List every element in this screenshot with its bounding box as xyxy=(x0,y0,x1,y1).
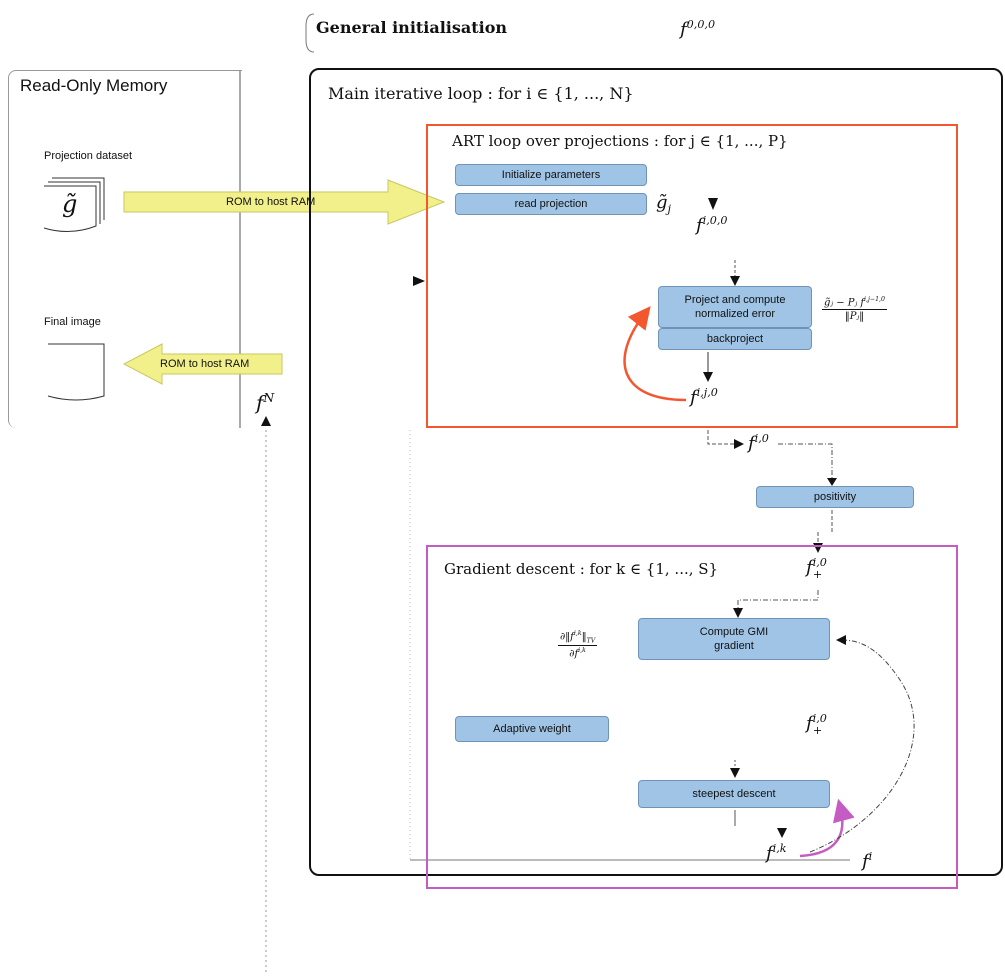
init-params-box: Initialize parameters xyxy=(455,164,647,186)
rom-panel xyxy=(8,70,242,428)
f-ik-symbol: fi,k xyxy=(766,842,787,864)
f-plus-symbol: fi,0+ xyxy=(806,556,827,581)
final-image-sheet-icon xyxy=(47,343,105,401)
general-init-symbol: f0,0,0 xyxy=(680,18,716,40)
project-compute-box: Project and compute normalized error xyxy=(658,286,812,328)
normalized-error-formula: g̃ⱼ − Pⱼ fi,j−1,0 ‖Pⱼ‖ xyxy=(822,295,887,322)
gradient-formula: ∂‖fi,k‖TV ∂fi,k xyxy=(558,629,598,660)
init-bracket xyxy=(305,13,315,53)
rom-to-ram-top-label: ROM to host RAM xyxy=(226,196,316,208)
gradient-feedback-arrow xyxy=(799,798,855,858)
f-i00-symbol: fi,0,0 xyxy=(696,214,728,236)
fn-symbol: fN xyxy=(256,390,275,415)
read-projection-box: read projection xyxy=(455,193,647,215)
rom-title: Read-Only Memory xyxy=(20,76,168,95)
rom-to-ram-bottom-label: ROM to host RAM xyxy=(160,358,250,370)
positivity-box: positivity xyxy=(756,486,914,508)
dataset-sheets-icon xyxy=(43,177,105,232)
main-loop-output: fi xyxy=(862,850,873,872)
f-plus2-symbol: fi,0+ xyxy=(806,712,827,737)
main-loop-frame xyxy=(309,68,1003,876)
general-init-title: General initialisation xyxy=(316,18,508,37)
compute-gradient-box: Compute GMI gradient xyxy=(638,618,830,660)
projection-dataset-label: Projection dataset xyxy=(44,150,133,162)
rom-to-ram-arrow-top xyxy=(123,179,446,225)
gradient-loop-frame xyxy=(426,545,958,889)
adaptive-weight-box: Adaptive weight xyxy=(455,716,609,742)
fn-up-arrow xyxy=(261,416,271,426)
final-image-label: Final image xyxy=(44,316,101,328)
rom-to-ram-arrow-bottom xyxy=(122,343,283,385)
steepest-descent-box: steepest descent xyxy=(638,780,830,808)
main-loop-title: Main iterative loop : for i ∈ {1, ..., N… xyxy=(328,84,634,103)
f-ij0-symbol: fi,j,0 xyxy=(690,386,718,408)
f-i0-symbol: fi,0 xyxy=(748,432,769,454)
gj-symbol: g̃j xyxy=(656,192,671,216)
backproject-box: backproject xyxy=(658,328,812,350)
art-feedback-arrow xyxy=(623,306,687,402)
dataset-symbol: g̃ xyxy=(62,190,78,218)
art-loop-title: ART loop over projections : for j ∈ {1, … xyxy=(452,132,788,150)
art-loop-frame xyxy=(426,124,958,428)
gradient-loop-title: Gradient descent : for k ∈ {1, ..., S} xyxy=(444,560,719,578)
